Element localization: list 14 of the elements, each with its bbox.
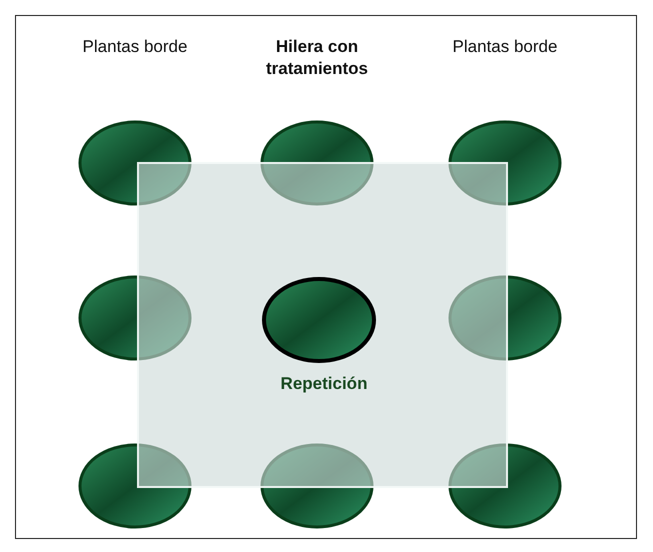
border-plants-label: Plantas borde [452, 36, 558, 58]
plant-ellipse [260, 443, 374, 529]
plant-ellipse [78, 120, 192, 206]
repetition-label: Repetición [280, 374, 368, 394]
plant-ellipse [448, 443, 562, 529]
plant-ellipse [448, 120, 562, 206]
plant-ellipse [78, 275, 192, 361]
plant-ellipse [260, 120, 374, 206]
row-heading: Hilera con tratamientos [264, 36, 370, 80]
repetition-square [137, 162, 508, 488]
border-plants-label: Plantas borde [82, 36, 188, 58]
plant-ellipse [262, 277, 376, 363]
plant-ellipse [448, 275, 562, 361]
plant-ellipse [78, 443, 192, 529]
